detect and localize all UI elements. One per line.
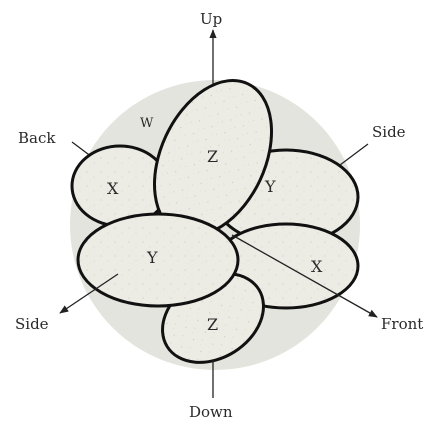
label-x-right: X	[311, 257, 323, 276]
label-down: Down	[189, 403, 233, 421]
label-x-left: X	[107, 179, 119, 198]
label-y-left: Y	[146, 248, 158, 267]
label-z-bottom: Z	[207, 315, 218, 334]
label-side-right: Side	[372, 123, 406, 141]
label-up: Up	[200, 10, 222, 28]
label-back: Back	[18, 129, 56, 147]
label-y-right: Y	[264, 177, 276, 196]
label-front: Front	[381, 315, 423, 333]
label-side-left: Side	[15, 315, 49, 333]
label-z-top: Z	[207, 147, 218, 166]
label-w: W	[140, 116, 154, 131]
ellipse-y-left	[78, 214, 238, 306]
